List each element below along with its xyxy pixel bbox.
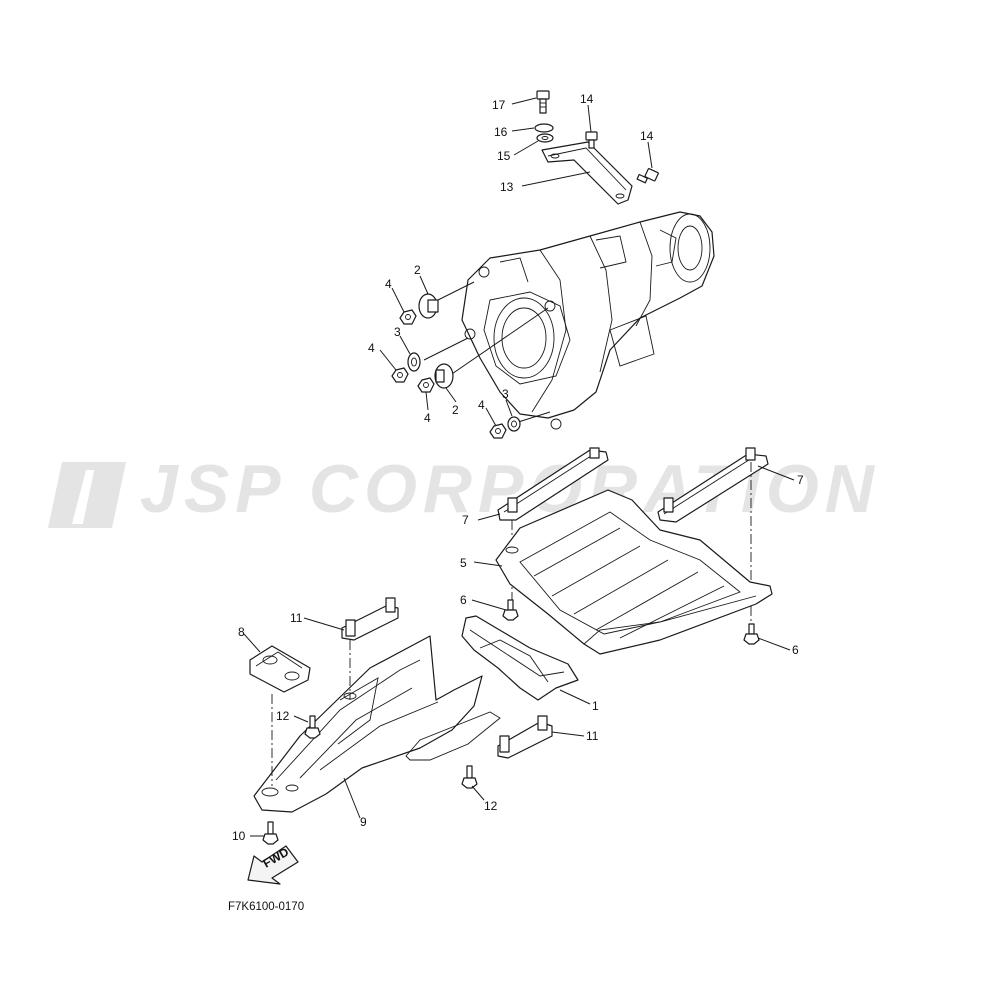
callout-4-bottom: 4 <box>478 398 485 412</box>
drawing-code: F7K6100-0170 <box>228 901 304 913</box>
engine-mount-hardware <box>391 281 551 439</box>
callout-7-left: 7 <box>462 513 469 527</box>
callout-6-left: 6 <box>460 593 467 607</box>
watermark-logo <box>48 462 132 528</box>
callout-5: 5 <box>460 556 467 570</box>
part-15-washer <box>536 133 554 143</box>
part-4-nut-upper <box>399 309 417 325</box>
callout-4-upper: 4 <box>385 277 392 291</box>
callout-14-side: 14 <box>640 129 654 143</box>
part-4-nut-bottom <box>489 423 507 439</box>
part-3-collar-middle <box>407 352 421 372</box>
part-5-intake-grate <box>495 489 773 655</box>
part-14-bolt-side <box>636 168 659 184</box>
callout-labels: 17 16 15 14 14 13 2 4 3 4 2 4 4 3 7 7 5 … <box>232 92 804 843</box>
part-9-ride-plate <box>253 635 501 813</box>
callout-3-middle: 3 <box>394 325 401 339</box>
part-6-bolt-right <box>743 623 760 645</box>
pump-housing-assembly <box>461 211 715 430</box>
fwd-arrow-icon: FWD <box>247 845 299 885</box>
top-bracket-assembly <box>534 90 659 205</box>
callout-6-right: 6 <box>792 643 799 657</box>
part-8-cover <box>249 645 311 693</box>
part-11-bracket-upper <box>341 597 399 641</box>
part-1-plate <box>461 615 579 701</box>
part-11-bracket-lower <box>497 715 553 759</box>
callout-1: 1 <box>592 699 599 713</box>
callout-8: 8 <box>238 625 245 639</box>
callout-15: 15 <box>497 149 511 163</box>
part-16-washer <box>534 123 554 133</box>
callout-10: 10 <box>232 829 246 843</box>
callout-13: 13 <box>500 180 514 194</box>
part-12-bolt-upper <box>304 715 321 739</box>
part-7-rail-right <box>657 447 769 523</box>
callout-3-lower: 3 <box>502 387 509 401</box>
callout-2-lower: 2 <box>452 403 459 417</box>
callout-leaders <box>243 97 795 837</box>
callout-12-upper: 12 <box>276 709 290 723</box>
part-6-bolt-left <box>502 599 519 621</box>
callout-2-upper: 2 <box>414 263 421 277</box>
part-2-mount-rubber-lower <box>434 363 454 389</box>
part-2-mount-rubber-upper <box>418 293 439 319</box>
callout-17: 17 <box>492 98 506 112</box>
callout-7-right: 7 <box>797 473 804 487</box>
part-17-bolt <box>536 90 550 114</box>
callout-12-lower: 12 <box>484 799 498 813</box>
part-14-bolt-upper <box>585 131 598 149</box>
callout-11-lower: 11 <box>586 729 599 743</box>
callout-9: 9 <box>360 815 367 829</box>
callout-11-upper: 11 <box>290 611 303 625</box>
part-10-bolt <box>262 821 279 845</box>
part-7-rail-left <box>497 447 609 521</box>
callout-16: 16 <box>494 125 508 139</box>
part-12-bolt-lower <box>461 765 478 789</box>
part-4-nut-middle <box>391 367 409 383</box>
part-4-nut-lower <box>417 377 435 393</box>
part-3-collar-lower <box>507 416 521 432</box>
callout-4-middle: 4 <box>368 341 375 355</box>
callout-14-upper: 14 <box>580 92 594 106</box>
callout-4-lower: 4 <box>424 411 431 425</box>
